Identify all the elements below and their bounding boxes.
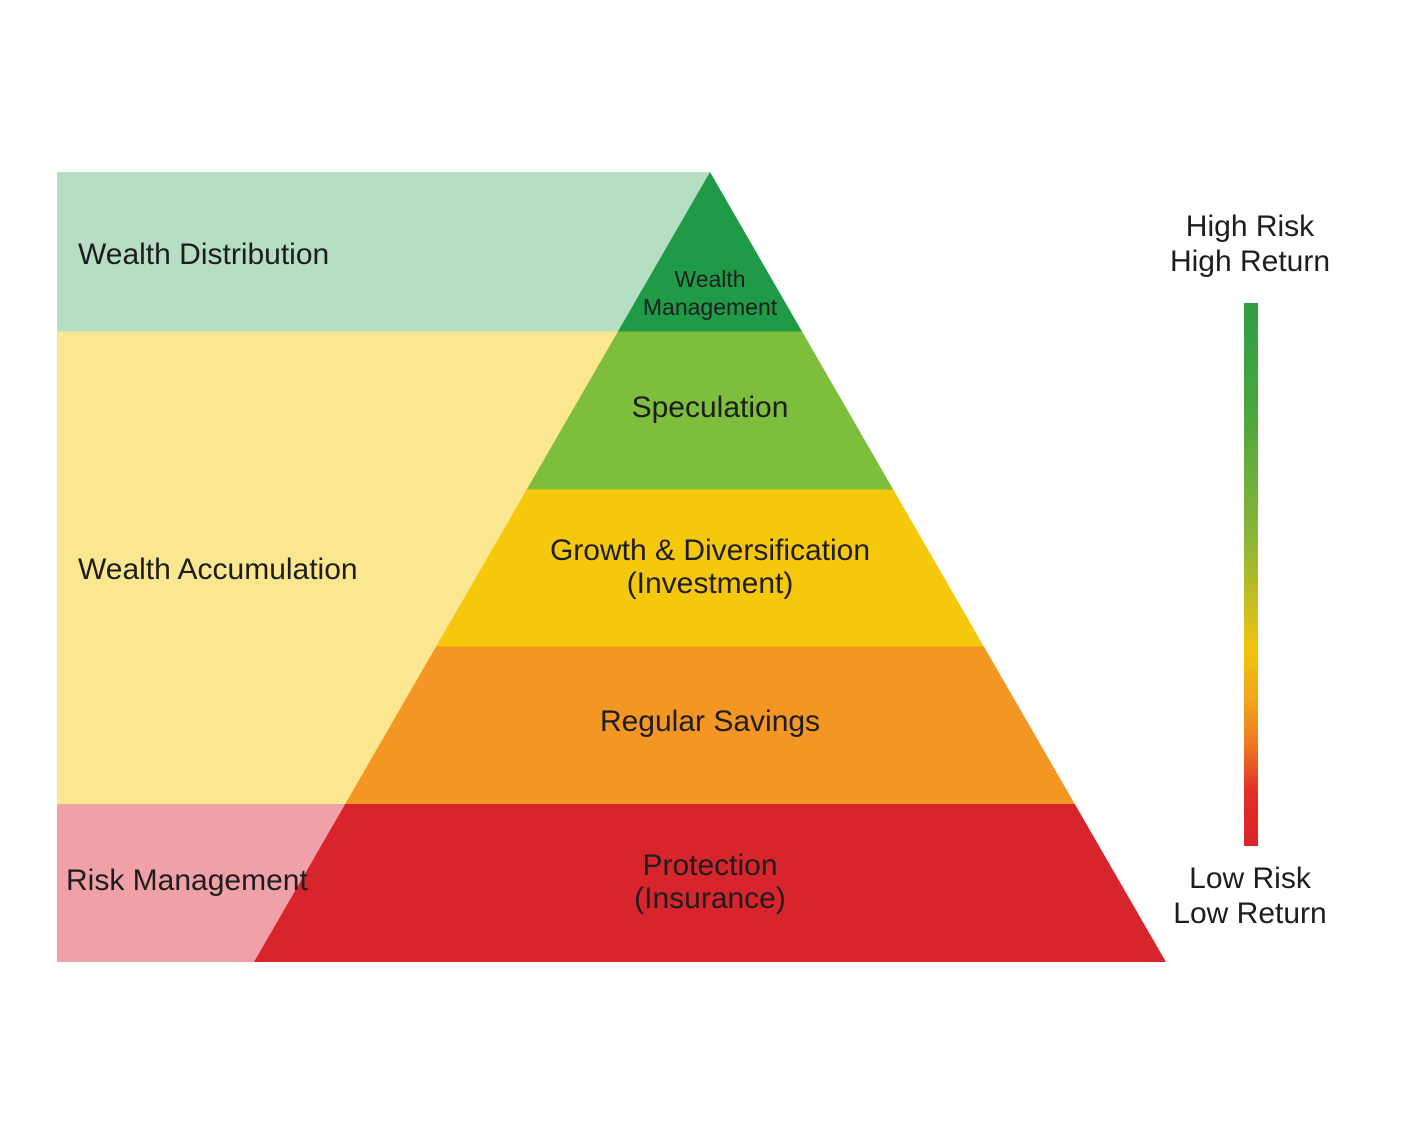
high-risk-high-return-label: High Risk High Return: [1170, 209, 1330, 279]
pyramid-label-regular-savings: Regular Savings: [599, 705, 821, 738]
pyramid-level-wealth-management: [617, 172, 803, 332]
risk-gradient-rect: [1244, 303, 1258, 846]
band-label-wealth-distribution: Wealth Distribution: [78, 238, 330, 271]
pyramid-label-protection-line2: (Insurance): [634, 882, 786, 915]
pyramid-label-growth-diversification: Growth & Diversification (Investment): [550, 534, 870, 600]
high-risk-line: High Risk: [1185, 210, 1315, 243]
pyramid-shapes: [57, 172, 1166, 962]
pyramid-level-protection: [254, 804, 1166, 962]
pyramid-label-speculation: Speculation: [631, 391, 789, 424]
pyramid-level-growth-diversification: [436, 489, 984, 647]
low-risk-low-return-label: Low Risk Low Return: [1173, 861, 1326, 931]
pyramid-label-protection-line1: Protection: [642, 849, 778, 882]
low-risk-line: Low Risk: [1189, 862, 1311, 895]
pyramid-level-speculation: [526, 331, 894, 490]
high-return-line: High Return: [1169, 245, 1331, 278]
pyramid-level-regular-savings: [345, 646, 1075, 804]
pyramid-label-protection: Protection (Insurance): [634, 849, 786, 915]
pyramid-label-growth-line2: (Investment): [626, 567, 794, 600]
pyramid-label-wealth-management: Wealth Management: [642, 266, 778, 320]
band-wealth-distribution: [57, 172, 710, 332]
risk-gradient-bar: [1244, 303, 1258, 846]
low-return-line: Low Return: [1173, 897, 1327, 930]
band-label-wealth-accumulation: Wealth Accumulation: [78, 553, 358, 586]
pyramid-label-growth-line1: Growth & Diversification: [549, 534, 871, 567]
band-label-risk-management: Risk Management: [66, 864, 308, 897]
